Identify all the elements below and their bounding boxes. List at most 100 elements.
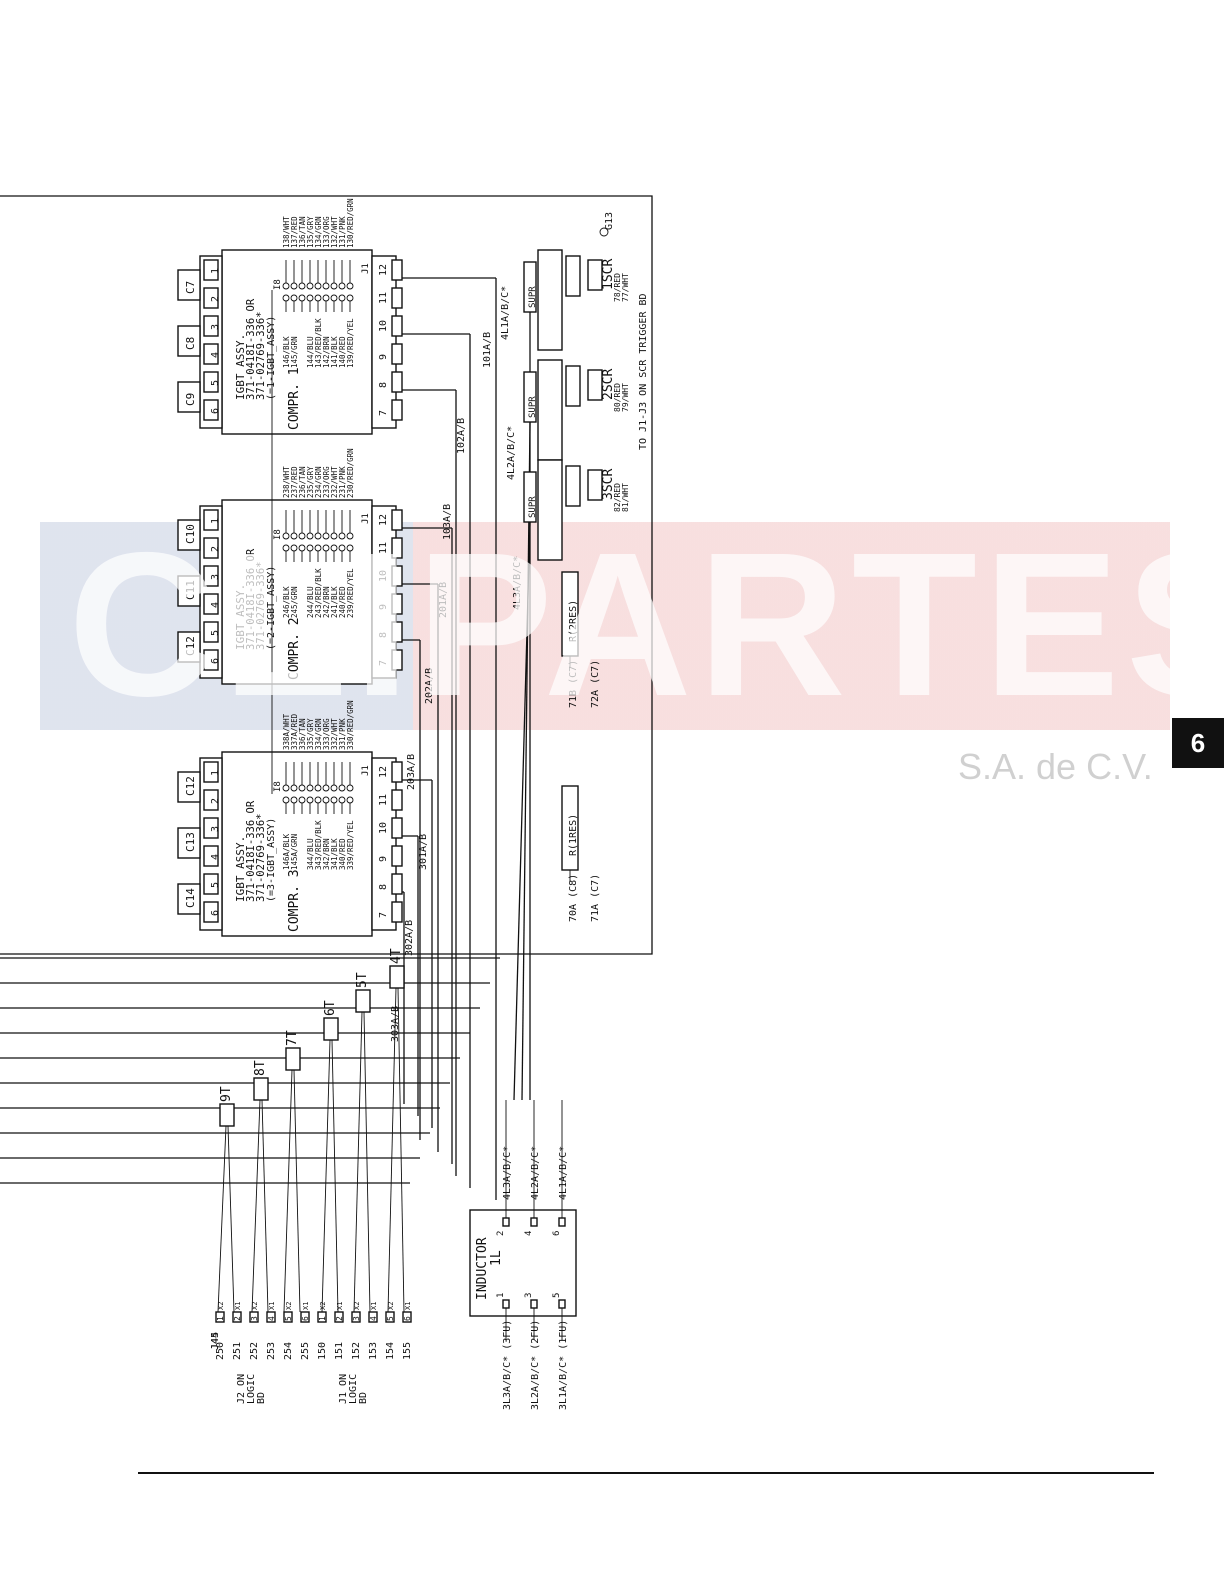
pin-label: 12 <box>378 264 389 276</box>
connector-pin-label: 1 <box>216 1316 225 1321</box>
connector-pin <box>368 1311 378 1323</box>
inductor-title: INDUCTOR <box>475 1237 490 1300</box>
j1-wire-label: 332/WHT <box>330 718 339 750</box>
pin-label: 5 <box>210 380 221 386</box>
thermistor-label: 6T <box>323 1000 338 1016</box>
j1-label: J1 <box>361 513 371 524</box>
pin-label: 8 <box>378 884 389 890</box>
thermistor-5T: 5T <box>353 972 371 1313</box>
pin-label: 1 <box>210 770 221 776</box>
gate-wire-label: 145/GRN <box>290 336 299 368</box>
capacitor-label: C11 <box>184 580 197 600</box>
connector-pin <box>317 1311 327 1323</box>
connector-pin <box>300 1311 310 1323</box>
footer-rule <box>138 1472 1154 1474</box>
pin-label: 9 <box>378 856 389 862</box>
connector-pin-label: 1 <box>318 1316 327 1321</box>
x-label: X1 <box>370 1302 378 1310</box>
gate-wire-label: 141/BLK <box>330 336 339 368</box>
j1-wire-label: 330/RED/GRN <box>346 700 355 750</box>
pin-label: 5 <box>210 882 221 888</box>
connector-wire-label: 251 <box>232 1342 243 1360</box>
inductor-terminal <box>558 1299 566 1309</box>
output-wire-label: 301A/B <box>418 834 429 870</box>
j1-wire-label: 334/GRN <box>314 718 323 750</box>
pin-box <box>203 845 219 867</box>
j1-wire-label: 231/PNK <box>338 466 347 498</box>
gate-wire-label: 146/BLK <box>282 336 291 368</box>
connector-pin-label: 2 <box>233 1316 242 1321</box>
connector-pin-label: 5 <box>284 1316 293 1321</box>
watermark-text: CLIPARTES <box>68 510 1224 739</box>
gate-wire-label: 245/GRN <box>290 586 299 618</box>
x-label: X1 <box>234 1302 242 1310</box>
thermistor-body <box>285 1047 301 1071</box>
inductor-pin: 3 <box>524 1293 534 1298</box>
gate-wire-label: 82/RED <box>613 483 622 512</box>
pin-label: 3 <box>210 324 221 330</box>
j1-wire-label: 338A/WHT <box>282 713 291 750</box>
gate-wire-label: 140/RED <box>338 336 347 368</box>
gate-wire-label: 146A/BLK <box>282 833 291 870</box>
connector-j44: J441150X22151X13152X24153X15154X26155X1J… <box>210 1302 413 1404</box>
gate-wire-label: 145A/GRN <box>290 834 299 870</box>
part-number-2: 371-02769-336* <box>255 813 267 902</box>
igbt-body <box>221 499 373 685</box>
connector-pin-label: 4 <box>369 1316 378 1321</box>
pin-box <box>203 259 219 281</box>
pin-box <box>391 621 403 643</box>
thermistor-lead <box>397 987 405 1313</box>
inductor-terminal <box>530 1299 538 1309</box>
pin-label: 7 <box>378 912 389 918</box>
igbt-body <box>221 249 373 435</box>
scr-feed-label: 4L2A/B/C* <box>506 426 517 480</box>
inductor-pin: 4 <box>524 1231 534 1236</box>
j1-wire-label: 234/GRN <box>314 466 323 498</box>
thermistor-7T: 7T <box>283 1030 301 1313</box>
pin-label: 2 <box>210 546 221 552</box>
scr-feed-label: 4L3A/B/C* <box>512 556 523 610</box>
pin-label: 9 <box>378 354 389 360</box>
output-wire-label: 202A/B <box>424 668 435 704</box>
thermistor-label: 8T <box>253 1060 268 1076</box>
capacitor <box>177 631 201 663</box>
j1-wire-label: 335/GRY <box>306 718 315 750</box>
connector-wire-label: 150 <box>317 1342 328 1360</box>
resistor-wire-1: 71B (C7) <box>568 660 579 708</box>
inductor-top-wire: 4L3A/B/C* <box>502 1146 513 1200</box>
inductor-pin: 5 <box>552 1293 562 1298</box>
pin-label: 5 <box>210 630 221 636</box>
capacitor-label: C7 <box>184 281 197 294</box>
capacitor-label: C9 <box>184 393 197 406</box>
board-label: BD <box>256 1392 267 1404</box>
inductor-pin: 1 <box>496 1293 506 1298</box>
gate-terminal <box>587 369 603 401</box>
connector-wire-label: 155 <box>402 1342 413 1360</box>
i8-label: I8 <box>273 529 283 540</box>
j1-wire-label: 237/RED <box>290 466 299 498</box>
pin-label: 11 <box>378 292 389 304</box>
gate-wire-label: 343/RED/BLK <box>314 820 323 870</box>
thermistor-lead <box>353 1011 363 1313</box>
gate-terminal <box>587 469 603 501</box>
output-wire-label: 101A/B <box>482 332 493 368</box>
inductor-terminal <box>502 1299 510 1309</box>
assy-label: IGBT ASSY. <box>234 584 247 650</box>
gate-wire-label: 144/BLU <box>306 336 315 368</box>
pin-box <box>203 593 219 615</box>
resistor-wire-1: 70A (C8) <box>568 874 579 922</box>
capacitor-label: C13 <box>184 832 197 852</box>
gate-wire-label: 240/RED <box>338 586 347 618</box>
pin-label: 1 <box>210 268 221 274</box>
capacitor <box>177 575 201 607</box>
thermistor-body <box>323 1017 339 1041</box>
j1-wire-label: 130/RED/GRN <box>346 198 355 248</box>
output-wire-label: 302A/B <box>404 920 415 956</box>
j1-wire-label: 233/ORG <box>322 466 331 498</box>
gate-wire-label: 142/BRN <box>322 336 331 368</box>
thermistor-8T: 8T <box>251 1060 269 1313</box>
scr-label: 2SCR <box>601 369 616 400</box>
connector-j45: J451250X22251X13252X24253X15254X26255X1J… <box>210 1302 311 1404</box>
board-label: LOGIC <box>246 1374 257 1404</box>
scr-body <box>537 249 563 351</box>
